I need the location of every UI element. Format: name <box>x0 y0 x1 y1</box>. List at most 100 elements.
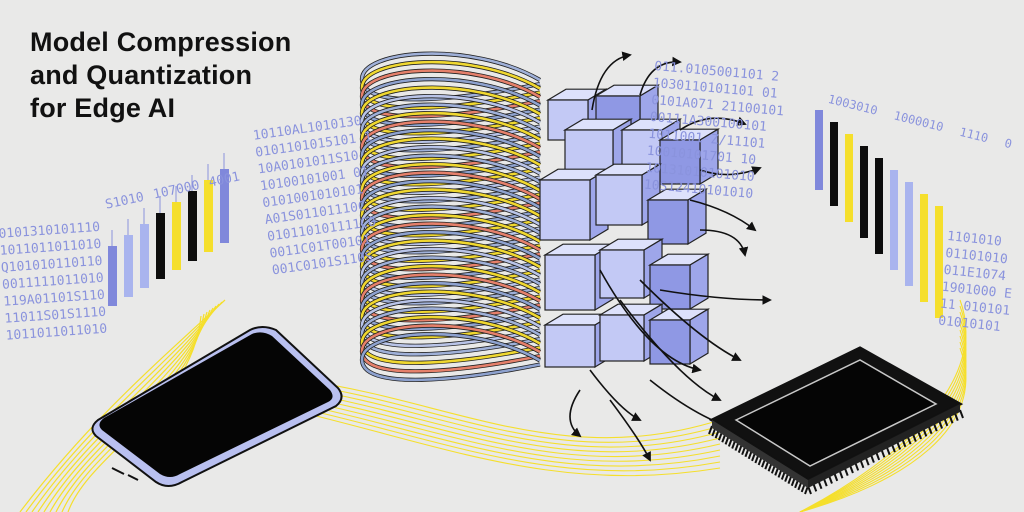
arrow-icon <box>639 279 742 361</box>
quant-bar <box>905 182 913 286</box>
signal-line <box>299 383 721 443</box>
quant-bar <box>172 202 181 270</box>
smartphone-icon <box>91 326 343 487</box>
quant-bar <box>845 134 853 222</box>
wire <box>360 120 541 169</box>
wire <box>360 222 541 271</box>
cube-front <box>647 199 689 245</box>
wire <box>360 239 541 288</box>
quant-bar <box>220 169 229 243</box>
binary-stream-right: 1101010 01101010 011E1074 1901000 E 11 0… <box>937 228 1018 337</box>
signal-line <box>299 407 721 472</box>
wire <box>360 247 541 297</box>
cube-front <box>595 174 643 226</box>
binary-stream-left-upper: 10110AL1010130 0101101015101 1 10A010101… <box>252 112 390 280</box>
arrow-icon <box>609 399 651 462</box>
quant-bar <box>860 146 868 238</box>
signal-line <box>299 403 721 467</box>
cube-front <box>544 324 596 368</box>
signal-line <box>299 395 721 458</box>
wire <box>360 52 541 101</box>
cube-front <box>599 314 645 362</box>
signal-line <box>25 301 223 512</box>
quant-bar <box>188 191 197 261</box>
quantization-bars <box>108 110 943 318</box>
arrow-icon <box>639 56 682 96</box>
wire <box>360 264 541 314</box>
arrow-icon <box>589 369 642 421</box>
quant-bar <box>156 213 165 279</box>
cube-front <box>539 179 591 241</box>
quant-bar <box>204 180 213 252</box>
quant-bar <box>815 110 823 190</box>
wire <box>360 205 541 254</box>
chip-pin <box>708 425 713 435</box>
wire <box>360 213 541 263</box>
output-arrows <box>569 51 772 462</box>
arrow-icon <box>659 289 772 305</box>
cube-front <box>659 139 701 185</box>
arrow-icon <box>699 229 749 257</box>
wire <box>360 86 541 135</box>
wire <box>360 290 541 339</box>
wire <box>360 171 541 220</box>
title-line: and Quantization <box>30 60 253 90</box>
signal-line <box>299 399 721 462</box>
wire <box>360 162 541 212</box>
wire <box>360 77 541 127</box>
wire <box>360 230 541 280</box>
microchip-icon <box>708 346 964 495</box>
signal-line <box>299 411 721 477</box>
quant-bar <box>920 194 928 302</box>
wire <box>360 103 541 152</box>
cube-front <box>649 264 691 310</box>
arrow-icon <box>591 51 632 111</box>
wire <box>360 154 541 203</box>
signal-line <box>799 347 967 512</box>
arrow-icon <box>689 199 757 232</box>
arrow-icon <box>599 269 702 374</box>
quant-bar <box>108 246 117 306</box>
signal-line <box>299 387 721 448</box>
quant-bar <box>890 170 898 270</box>
wire <box>360 94 541 144</box>
wire <box>360 315 541 365</box>
wire-bundle <box>359 51 542 382</box>
cube-front <box>599 249 645 299</box>
signal-line <box>299 379 721 439</box>
wire <box>360 137 541 186</box>
arrow-icon <box>679 116 747 131</box>
wire <box>360 324 541 373</box>
wire <box>360 179 541 229</box>
wire <box>360 145 541 195</box>
quant-bar <box>124 235 133 297</box>
quant-bar <box>830 122 838 206</box>
wire <box>360 298 541 348</box>
title-line: for Edge AI <box>30 93 176 123</box>
wire <box>360 256 541 305</box>
cube-front <box>544 254 596 311</box>
wire <box>360 332 541 382</box>
binary-stream-left: 0101310101110 1011011011010 Q10101011011… <box>0 219 108 345</box>
wire <box>360 196 541 246</box>
arrow-icon <box>699 166 762 176</box>
arrow-icon <box>619 299 722 401</box>
chip-pin <box>959 409 964 419</box>
binary-stream-right-upper: 011.0105001101 2 1030110101101 01 0101A0… <box>643 58 787 205</box>
wire <box>360 111 541 161</box>
quant-bar <box>935 206 943 318</box>
signal-line <box>299 391 721 453</box>
quant-bar <box>875 158 883 254</box>
title-line: Model Compression <box>30 27 292 57</box>
wire <box>360 273 541 322</box>
quant-bar <box>140 224 149 288</box>
arrow-icon <box>569 389 582 438</box>
wire <box>360 307 541 356</box>
wire <box>360 128 541 178</box>
wire <box>360 188 541 237</box>
page-title: Model Compression and Quantization for E… <box>30 26 291 125</box>
wire <box>360 69 541 118</box>
wire <box>360 281 541 331</box>
wire <box>360 60 541 110</box>
